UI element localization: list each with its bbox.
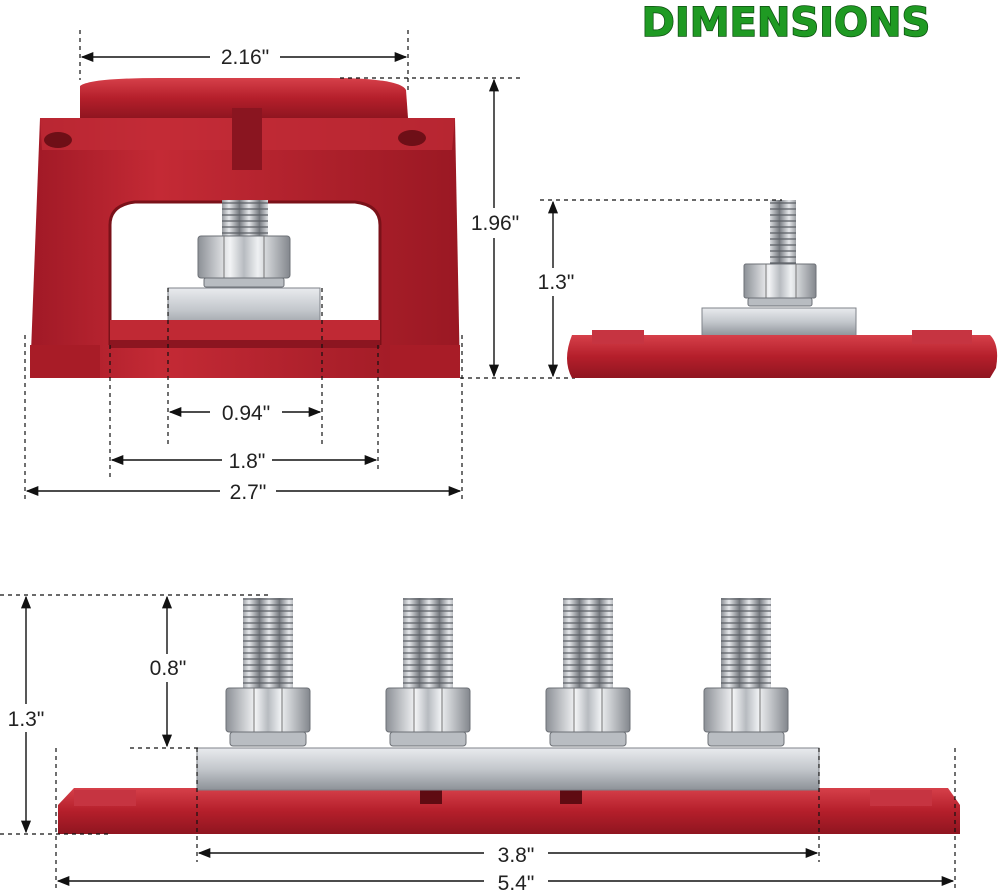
- dimension-lines-front-view: [0, 594, 956, 892]
- stud-2: [385, 598, 471, 747]
- end-view-with-cover: [30, 78, 460, 378]
- inner-base-label: 1.8": [229, 450, 266, 473]
- front-height-label: 1.3": [8, 708, 45, 731]
- front-view: [58, 747, 960, 834]
- top-width-label: 2.16": [221, 46, 269, 69]
- stud-1: [225, 598, 311, 747]
- stud-height-label: 0.8": [150, 657, 187, 680]
- front-studs: [225, 598, 789, 747]
- busbar-length-label: 3.8": [498, 844, 535, 867]
- side-view: [567, 200, 998, 378]
- stud-4: [703, 598, 789, 747]
- stud-3: [545, 598, 631, 747]
- title: DIMENSIONS: [642, 0, 931, 46]
- overall-width-label: 2.7": [230, 481, 267, 504]
- inner-plate-label: 0.94": [222, 402, 270, 425]
- total-height-label: 1.96": [471, 212, 519, 235]
- side-height-label: 1.3": [538, 271, 575, 294]
- front-length-label: 5.4": [498, 872, 535, 895]
